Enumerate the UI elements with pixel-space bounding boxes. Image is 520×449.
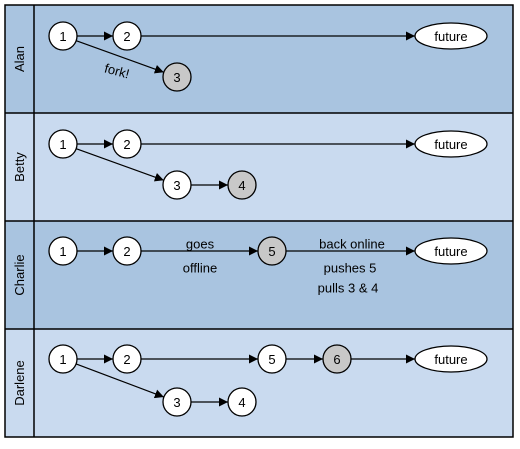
commit-node-c5: 5 xyxy=(257,236,287,266)
commit-node-a3: 3 xyxy=(162,62,192,92)
future-node: future xyxy=(414,237,488,265)
node-label: 4 xyxy=(238,395,245,410)
note-charlie-offline: offline xyxy=(183,261,217,276)
note-charlie-pushes: pushes 5 xyxy=(324,261,377,276)
note-charlie-goes: goes xyxy=(186,237,215,252)
lane-label-betty: Betty xyxy=(12,152,27,182)
node-label: 5 xyxy=(268,244,275,259)
node-label: 3 xyxy=(173,178,180,193)
commit-node-d2: 2 xyxy=(112,344,142,374)
node-label: 5 xyxy=(268,352,275,367)
node-label: 3 xyxy=(173,395,180,410)
lane-charlie xyxy=(5,221,513,329)
commit-node-b3: 3 xyxy=(162,170,192,200)
future-node: future xyxy=(414,22,488,50)
note-charlie-back-online: back online xyxy=(319,237,385,252)
node-label: 6 xyxy=(333,352,340,367)
node-label: future xyxy=(434,29,467,44)
node-label: 2 xyxy=(123,137,130,152)
lane-betty xyxy=(5,113,513,221)
note-charlie-pulls: pulls 3 & 4 xyxy=(318,281,379,296)
lane-label-darlene: Darlene xyxy=(12,360,27,406)
commit-node-c2: 2 xyxy=(112,236,142,266)
node-label: future xyxy=(434,244,467,259)
node-label: 1 xyxy=(59,244,66,259)
commit-node-c1: 1 xyxy=(48,236,78,266)
node-label: future xyxy=(434,352,467,367)
edge-b1-b3 xyxy=(75,148,165,182)
node-label: 1 xyxy=(59,352,66,367)
lane-label-charlie: Charlie xyxy=(12,254,27,295)
node-label: future xyxy=(434,137,467,152)
commit-node-d5: 5 xyxy=(257,344,287,374)
node-label: 4 xyxy=(238,178,245,193)
commit-node-d6: 6 xyxy=(322,344,352,374)
edge-d1-d3 xyxy=(75,363,165,399)
node-label: 1 xyxy=(59,29,66,44)
commit-node-d3: 3 xyxy=(162,387,192,417)
commit-node-b2: 2 xyxy=(112,129,142,159)
node-label: 2 xyxy=(123,352,130,367)
commit-node-b4: 4 xyxy=(227,170,257,200)
note-alan-fork: fork! xyxy=(103,60,131,81)
commit-node-d4: 4 xyxy=(227,387,257,417)
lane-alan xyxy=(5,5,513,113)
commit-node-b1: 1 xyxy=(48,129,78,159)
node-label: 2 xyxy=(123,244,130,259)
commit-node-a1: 1 xyxy=(48,21,78,51)
commit-node-a2: 2 xyxy=(112,21,142,51)
future-node: future xyxy=(414,130,488,158)
edge-a1-a3 xyxy=(75,40,165,74)
commit-node-d1: 1 xyxy=(48,344,78,374)
future-node: future xyxy=(414,345,488,373)
lane-label-alan: Alan xyxy=(12,46,27,72)
node-label: 1 xyxy=(59,137,66,152)
node-label: 3 xyxy=(173,70,180,85)
node-label: 2 xyxy=(123,29,130,44)
lane-darlene xyxy=(5,329,513,437)
